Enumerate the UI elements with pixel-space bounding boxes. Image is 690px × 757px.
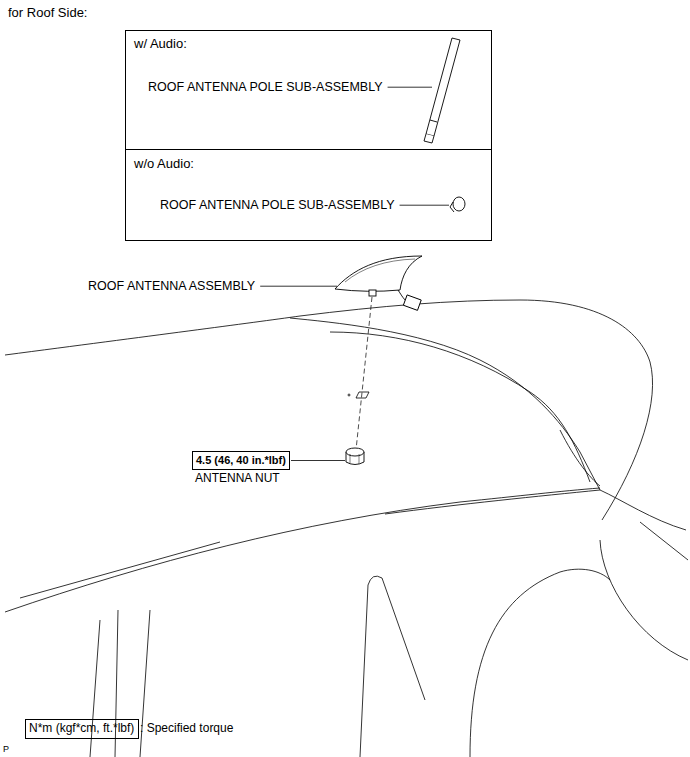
variant-panel: w/ Audio: ROOF ANTENNA POLE SUB-ASSEMBLY (125, 30, 492, 150)
box-text: : Specified torque (140, 722, 233, 736)
leader-line (400, 205, 449, 206)
section-title: for Roof Side: (8, 6, 88, 21)
leader-line (291, 460, 345, 461)
leader-line (388, 87, 432, 88)
box-heading: w/o Audio: (134, 157, 194, 172)
variant-panel: w/o Audio: ROOF ANTENNA POLE SUB-ASSEMBLY (125, 149, 492, 241)
leader-line (260, 286, 337, 287)
box-text: ROOF ANTENNA POLE SUB-ASSEMBLY (160, 198, 395, 212)
legend-box: N*m (kgf*cm, ft.*lbf): Specified torque (25, 719, 139, 739)
box-text: ROOF ANTENNA POLE SUB-ASSEMBLY (148, 80, 383, 94)
part-name: ROOF ANTENNA ASSEMBLY (88, 279, 255, 293)
box-heading: N*m (kgf*cm, ft.*lbf) (29, 722, 134, 736)
box-heading: 4.5 (46, 40 in.*lbf) (196, 454, 286, 467)
part-name: ANTENNA NUT (195, 472, 280, 486)
torque-box: 4.5 (46, 40 in.*lbf) (192, 451, 290, 470)
page-mark: P (3, 744, 9, 754)
box-heading: w/ Audio: (134, 37, 187, 52)
